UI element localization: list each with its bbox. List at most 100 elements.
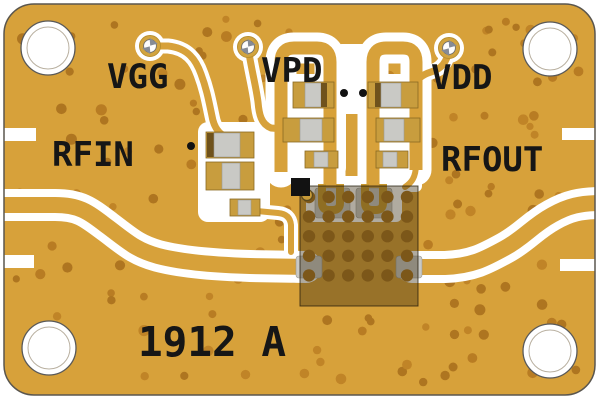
- via-dot: [465, 205, 476, 217]
- via-dot: [449, 298, 459, 308]
- via-dot: [65, 67, 74, 76]
- vpd-bias-loop: [274, 41, 337, 188]
- via-dot: [449, 112, 458, 122]
- mounting-hole-top-right: [522, 21, 578, 77]
- via-dot: [52, 312, 62, 321]
- vdd-bias-loop: [366, 41, 423, 188]
- chip-via-grid: [302, 190, 414, 282]
- via-dot: [47, 241, 57, 251]
- rfin-trace: [4, 197, 318, 275]
- chip-via-dot: [400, 190, 414, 204]
- via-dot: [277, 235, 286, 244]
- capacitor: [229, 198, 261, 217]
- dot-mark: [187, 142, 195, 150]
- chip-via-dot: [322, 249, 335, 262]
- via-dot: [192, 107, 200, 116]
- pin1-square-mark: [291, 178, 310, 196]
- via-dot: [478, 329, 489, 340]
- via-dot: [488, 48, 497, 57]
- via-dot: [463, 326, 472, 335]
- chip-via-dot: [381, 230, 394, 243]
- label-board-marking: 1912 A: [138, 318, 286, 366]
- via-dot: [203, 345, 214, 356]
- via-dot: [240, 369, 251, 380]
- chip-via-dot: [322, 230, 335, 243]
- via-dot: [335, 373, 347, 385]
- via-dot: [402, 359, 412, 370]
- label-rfout: RFOUT: [441, 140, 543, 180]
- via-dot: [445, 209, 456, 220]
- via-dot: [154, 144, 164, 154]
- edge-slot-left-top: [4, 128, 36, 141]
- via-dot: [109, 203, 117, 211]
- via-dot: [114, 260, 126, 271]
- chip-via-dot: [361, 230, 374, 243]
- via-dot: [312, 345, 322, 355]
- via-dot: [471, 64, 480, 74]
- vpd-bias-trace: [244, 43, 288, 133]
- via-dot: [107, 289, 115, 297]
- rfout-trace: [400, 195, 595, 275]
- via-dot: [451, 169, 461, 179]
- via-dot: [533, 77, 542, 87]
- chip-via-dot: [381, 210, 394, 223]
- dot-mark: [340, 89, 348, 97]
- via-dot: [148, 193, 159, 204]
- via-dot: [500, 281, 511, 292]
- crosshair-bowtie-icon: [441, 39, 457, 57]
- edge-slot-right-bottom: [560, 259, 595, 271]
- test-point-vgg: [139, 35, 161, 57]
- via-dot: [157, 68, 168, 79]
- via-dot: [180, 371, 189, 380]
- silkscreen-labels: VGG VPD VDD RFIN RFOUT 1912 A: [52, 51, 543, 366]
- ic-chip: [299, 185, 419, 307]
- via-dot: [316, 357, 325, 367]
- via-dot: [110, 21, 119, 29]
- mounting-hole-bottom-right: [522, 323, 578, 379]
- via-dot: [453, 199, 463, 209]
- crosshair-bowtie-icon: [240, 38, 256, 56]
- edge-slot-right-top: [562, 128, 595, 140]
- via-dot: [138, 325, 150, 337]
- test-point-vdd: [438, 37, 460, 59]
- via-dot: [487, 182, 495, 191]
- capacitor: [292, 81, 335, 109]
- chip-via-dot: [322, 210, 335, 223]
- capacitor-bank: [205, 81, 421, 217]
- via-dot: [103, 157, 112, 166]
- via-dot: [205, 292, 214, 301]
- label-vpd: VPD: [261, 51, 322, 91]
- via-dot: [440, 370, 450, 381]
- via-dot: [526, 122, 534, 130]
- via-dot: [120, 65, 129, 73]
- chip-via-dot: [361, 249, 374, 262]
- crosshair-bowtie-icon: [142, 37, 158, 55]
- capacitor: [375, 150, 409, 169]
- board-outline: [3, 3, 596, 396]
- via-dot: [186, 159, 197, 170]
- label-rfin: RFIN: [52, 135, 134, 175]
- via-dot: [529, 111, 539, 121]
- bias-staple-left: [318, 184, 344, 214]
- mounting-hole-bottom-left: [21, 320, 77, 376]
- via-dot: [484, 25, 493, 34]
- test-point-vpd: [237, 36, 259, 58]
- via-dot: [174, 78, 186, 90]
- via-dot: [536, 299, 548, 310]
- silkscreen-marks: [187, 89, 367, 196]
- capacitor: [282, 117, 335, 143]
- chip-via-dot: [322, 190, 335, 204]
- capacitor: [375, 117, 421, 143]
- capacitor: [304, 150, 339, 169]
- via-dot: [322, 315, 333, 326]
- via-dot: [35, 269, 46, 280]
- chip-via-dot: [381, 269, 394, 282]
- chip-via-dot: [361, 269, 374, 282]
- chip-via-dot: [342, 230, 355, 243]
- chip-via-dot: [400, 269, 414, 282]
- via-dot: [517, 114, 529, 125]
- capacitor: [205, 161, 255, 191]
- via-dot: [449, 329, 460, 340]
